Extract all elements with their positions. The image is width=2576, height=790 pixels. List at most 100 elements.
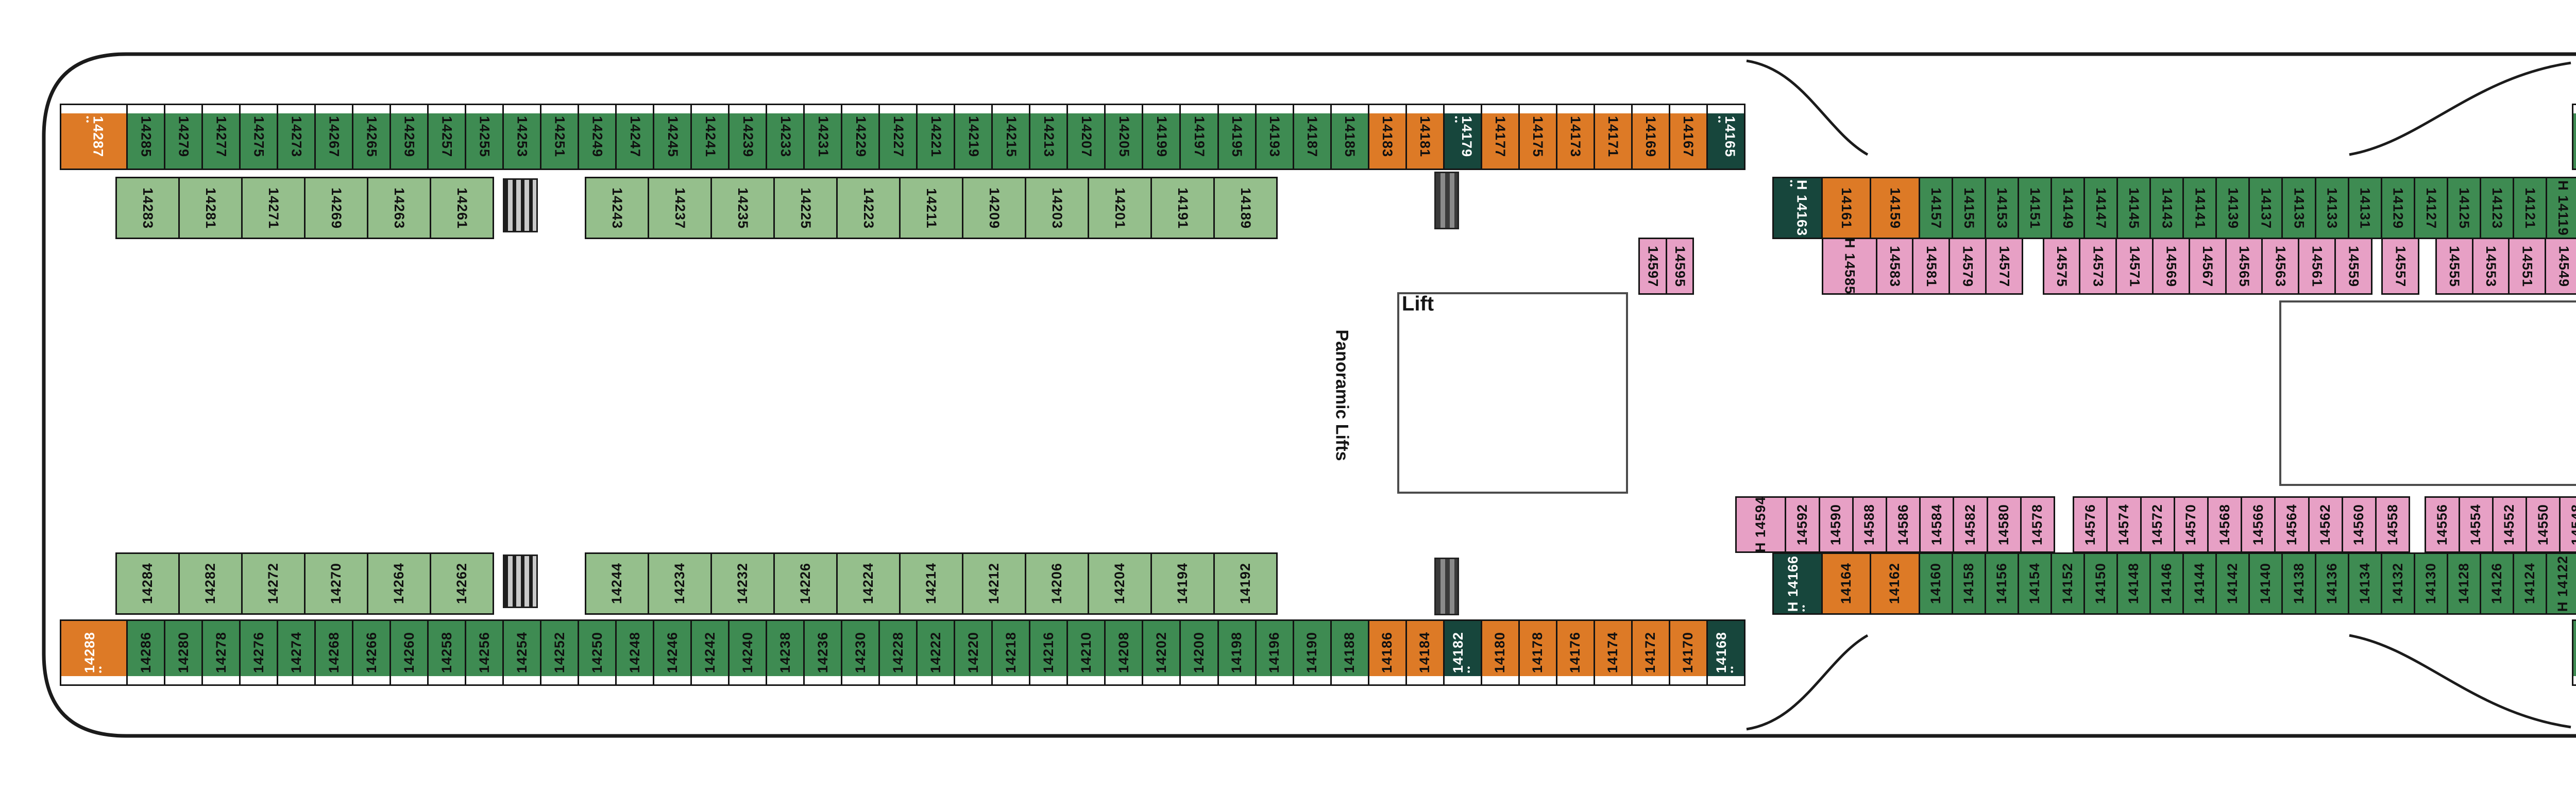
cabin-number: 14227 (890, 116, 906, 158)
cabin-number: 14285 (138, 116, 154, 158)
cabin-number: 14241 (702, 116, 718, 158)
cabin-14264: 14264 (367, 552, 432, 615)
cabin-number: 14555 (2447, 245, 2463, 287)
cabin-number: 14246 (664, 632, 680, 674)
cabin-14127: 14127 (2413, 177, 2448, 240)
cabin-number: 14202 (1153, 632, 1169, 674)
cabin-number: 14129 (2390, 187, 2406, 229)
cabin-14141: 14141 (2182, 177, 2217, 240)
cabin-number: 14272 (265, 563, 281, 604)
cabin-number: 14151 (2027, 187, 2043, 229)
cabin-number: 14125 (2456, 187, 2472, 229)
cabin-14128: 14128 (2446, 552, 2481, 615)
cabin-number: 14255 (477, 116, 493, 158)
cabin-number: 14281 (203, 187, 219, 229)
cabin-14549: 14549 (2545, 238, 2576, 295)
cabin-14281: 14281 (178, 177, 243, 240)
cabin-number: 14220 (965, 632, 981, 674)
cabin-14262: 14262 (430, 552, 495, 615)
cabin-number: 14229 (853, 116, 869, 158)
cabin-14222: 14222 (916, 619, 956, 686)
cabin-14577: 14577 (1985, 238, 2023, 295)
cabin-row-bot-outer-fwd: 1412014116141121410814104141001409614092… (2572, 619, 2576, 686)
cabin-number: 14193 (1267, 116, 1283, 158)
cabin-14284: 14284 (115, 552, 180, 615)
stairs-icon (503, 554, 538, 609)
cabin-number: 14213 (1041, 116, 1057, 158)
cabin-number: 14146 (2159, 563, 2175, 604)
row-gap (2410, 496, 2426, 553)
cabin-number: 14154 (2027, 563, 2042, 604)
cabin-14172: 14172 (1631, 619, 1670, 686)
cabin-number: 14251 (552, 116, 568, 158)
cabin-14214: 14214 (899, 552, 963, 615)
cabin-number: 14171 (1605, 116, 1621, 158)
cabin-number: 14226 (797, 563, 813, 604)
cabin-number: 14269 (329, 187, 345, 229)
cabin-14163: H 14163•• (1772, 177, 1823, 240)
cabin-number: 14168•• (1714, 632, 1737, 674)
cabin-14588: 14588 (1852, 496, 1887, 553)
cabin-14566: 14566 (2241, 496, 2276, 553)
cabin-number: 14170 (1680, 632, 1696, 674)
berth-dots-icon: •• (1715, 116, 1724, 124)
cabin-14287: 14287•• (60, 103, 128, 170)
cabin-14553: 14553 (2471, 238, 2510, 295)
cabin-number: 14144 (2192, 563, 2208, 604)
cabin-14578: 14578 (2020, 496, 2055, 553)
cabin-14121: 14121 (2512, 177, 2547, 240)
cabin-14187: 14187 (1292, 103, 1332, 170)
cabin-number: 14267 (326, 116, 342, 158)
cabin-number: 14277 (213, 116, 229, 158)
berth-dots-icon: •• (1451, 116, 1461, 124)
cabin-14590: 14590 (1818, 496, 1854, 553)
cabin-14254: 14254 (502, 619, 542, 686)
cabin-14561: 14561 (2298, 238, 2336, 295)
cabin-number: 14242 (702, 632, 718, 674)
cabin-number: 14232 (734, 563, 750, 604)
cabin-row-top-outer-fwd: 1411514111141071410314099140951409114087… (2572, 103, 2576, 170)
cabin-number: 14174 (1605, 632, 1621, 674)
cabin-14282: 14282 (178, 552, 243, 615)
cabin-number: 14284 (140, 563, 156, 604)
cabin-number: 14288•• (81, 632, 105, 674)
cabin-number: 14590 (1828, 503, 1844, 545)
cabin-14259: 14259 (389, 103, 429, 170)
cabin-number: 14177 (1493, 116, 1509, 158)
cabin-number: 14256 (476, 632, 492, 674)
cabin-14161: 14161 (1821, 177, 1872, 240)
cabin-14242: 14242 (690, 619, 730, 686)
interior-room (1397, 292, 1628, 494)
cabin-number: 14563 (2273, 245, 2289, 287)
cabin-14177: 14177 (1480, 103, 1520, 170)
cabin-14180: 14180 (1480, 619, 1520, 686)
cabin-number: 14551 (2519, 245, 2535, 287)
cabin-14181: 14181 (1405, 103, 1445, 170)
cabin-14584: 14584 (1919, 496, 1955, 553)
cabin-number: 14209 (986, 187, 1002, 229)
cabin-14131: 14131 (2347, 177, 2382, 240)
cabin-number: 14137 (2258, 187, 2274, 229)
cabin-number: 14198 (1229, 632, 1244, 674)
cabin-number: 14212 (986, 563, 1002, 604)
cabin-number: 14586 (1895, 503, 1911, 545)
cabin-number: 14185 (1342, 116, 1358, 158)
cabin-14229: 14229 (841, 103, 880, 170)
cabin-14232: 14232 (710, 552, 775, 615)
cabin-number: H 14119 (2555, 180, 2571, 236)
cabin-14286: 14286 (126, 619, 166, 686)
cabin-number: 14234 (671, 563, 687, 604)
cabin-14268: 14268 (314, 619, 354, 686)
cabin-number: 14583 (1887, 245, 1903, 287)
cabin-number: 14257 (439, 116, 455, 158)
cabin-number: 14157 (1928, 187, 1944, 229)
cabin-14207: 14207 (1066, 103, 1106, 170)
cabin-14276: 14276 (239, 619, 279, 686)
cabin-14143: 14143 (2149, 177, 2184, 240)
cabin-number: 14247 (627, 116, 643, 158)
cabin-14571: 14571 (2115, 238, 2154, 295)
cabin-number: 14191 (1175, 187, 1191, 229)
cabin-number: 14180 (1492, 632, 1508, 674)
cabin-number: 14126 (2488, 563, 2504, 604)
